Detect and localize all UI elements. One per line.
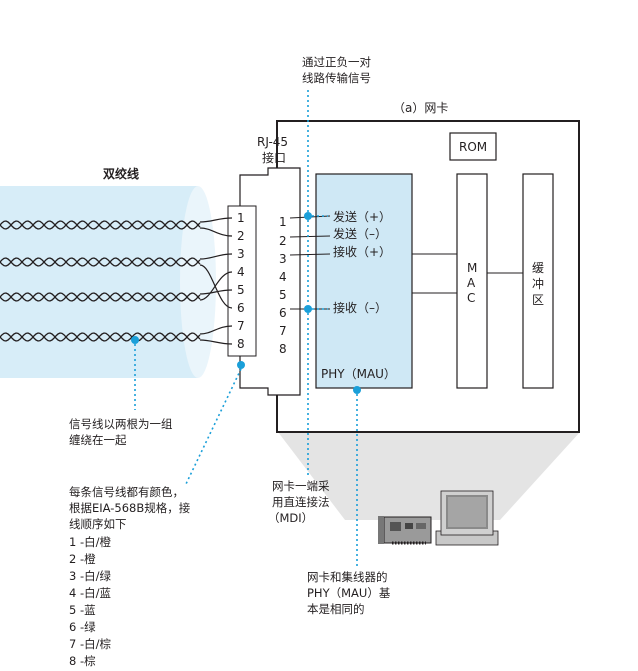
- mac-letter-c: C: [467, 291, 475, 305]
- jack-pins: 1 2 3 4 5 6 7 8: [279, 215, 287, 356]
- phy-label: PHY（MAU）: [321, 367, 396, 381]
- jack-pin-6: 6: [279, 306, 287, 320]
- cable-pin-4: 4: [237, 265, 245, 279]
- phy-note-line-3: 本是相同的: [307, 602, 365, 616]
- fanout-wire-6: [199, 264, 233, 309]
- color-order-list: 1 -白/橙 2 -橙 3 -白/绿 4 -白/蓝 5 -蓝 6 -绿 7 -白/棕 8 -棕: [69, 535, 111, 668]
- signal-callout-dot: [131, 336, 139, 344]
- signal-tx-minus: 发送（–）: [333, 226, 387, 241]
- rom-chip: [449, 132, 497, 161]
- signal-tx-plus: 发送（+）: [333, 209, 391, 224]
- cable-end: [180, 186, 216, 378]
- phy-note-line-2: PHY（MAU）基: [307, 586, 391, 600]
- color-order-item-6: 6 -绿: [69, 620, 96, 634]
- phy-block: [315, 173, 413, 389]
- twisted-wires: [0, 220, 201, 342]
- jack-pin-5: 5: [279, 288, 287, 302]
- jack-pin-2: 2: [279, 234, 287, 248]
- color-callout-dot: [237, 361, 245, 369]
- cable-pin-7: 7: [237, 319, 245, 333]
- top-callout-line-2: 线路传输信号: [302, 71, 371, 85]
- color-note-line-2: 根据EIA-568B规格，接: [69, 501, 191, 515]
- plug-tip: [227, 205, 257, 357]
- computer-illustration: [435, 490, 499, 546]
- mac-block: [456, 173, 488, 389]
- jack-lead-2: [289, 235, 331, 238]
- board-shadow: [278, 432, 580, 520]
- cable-pin-2: 2: [237, 229, 245, 243]
- cable-pin-8: 8: [237, 337, 245, 351]
- signal-note-line-1: 信号线以两根为一组: [69, 417, 173, 431]
- color-leader: [185, 368, 242, 485]
- mdi-note-line-3: （MDI）: [268, 511, 313, 525]
- jack-pin-1: 1: [279, 215, 287, 229]
- mdi-note-line-2: 用直连接法: [272, 495, 330, 509]
- wire-fanout: [199, 217, 233, 345]
- top-callout-dot-1: [304, 212, 312, 220]
- rj45-label-2: 接口: [262, 150, 286, 165]
- pair-1-wire-b: [0, 220, 201, 230]
- buffer-char-3: 区: [532, 293, 544, 307]
- color-note-line-1: 每条信号线都有颜色，: [69, 485, 184, 499]
- fanout-wire-8: [199, 339, 233, 345]
- twisted-pair-label: 双绞线: [103, 166, 139, 181]
- cable-pin-1: 1: [237, 211, 245, 225]
- buffer-char-1: 缓: [532, 261, 544, 275]
- fanout-wire-2: [199, 227, 233, 237]
- mac-letter-a: A: [467, 276, 476, 290]
- buffer-char-2: 冲: [532, 276, 544, 291]
- pair-4-wire-b: [0, 332, 201, 342]
- jack-lead-3: [289, 253, 331, 256]
- rj45-label-1: RJ-45: [257, 135, 288, 149]
- cable-pin-5: 5: [237, 283, 245, 297]
- color-order-item-3: 3 -白/绿: [69, 569, 111, 583]
- fanout-wire-1: [199, 217, 233, 223]
- fanout-wire-7: [199, 325, 233, 335]
- color-order-item-1: 1 -白/橙: [69, 535, 111, 549]
- mac-letter-m: M: [467, 261, 477, 275]
- fanout-wire-3: [199, 253, 233, 260]
- jack-pin-4: 4: [279, 270, 287, 284]
- cable-pin-6: 6: [237, 301, 245, 315]
- color-order-item-5: 5 -蓝: [69, 603, 96, 617]
- rom-label: ROM: [459, 140, 487, 154]
- jack-pin-8: 8: [279, 342, 287, 356]
- color-order-item-7: 7 -白/棕: [69, 637, 111, 651]
- cable-pins: 1 2 3 4 5 6 7 8: [237, 211, 245, 351]
- fanout-wire-5: [199, 289, 233, 295]
- pair-2-wire-b: [0, 257, 201, 267]
- nic-card-illustration: [378, 516, 432, 545]
- nic-title: （a）网卡: [393, 101, 448, 115]
- jack-pin-3: 3: [279, 252, 287, 266]
- buffer-block: [522, 173, 554, 389]
- jack-pin-7: 7: [279, 324, 287, 338]
- color-order-item-2: 2 -橙: [69, 552, 96, 566]
- signal-rx-minus: 接收（–）: [333, 300, 387, 315]
- phy-note-line-1: 网卡和集线器的: [307, 570, 388, 584]
- cable-jacket: [0, 186, 205, 378]
- pair-3-wire-b: [0, 292, 201, 302]
- cable-pin-3: 3: [237, 247, 245, 261]
- signal-rx-plus: 接收（+）: [333, 244, 391, 259]
- color-note-line-3: 线顺序如下: [69, 517, 127, 531]
- mdi-note-line-1: 网卡一端采: [272, 479, 330, 493]
- phy-callout-dot: [353, 386, 361, 394]
- color-order-item-8: 8 -棕: [69, 654, 96, 668]
- top-callout-line-1: 通过正负一对: [302, 55, 371, 69]
- top-callout-dot-2: [304, 305, 312, 313]
- color-order-item-4: 4 -白/蓝: [69, 586, 111, 600]
- signal-note-line-2: 缠绕在一起: [69, 433, 127, 447]
